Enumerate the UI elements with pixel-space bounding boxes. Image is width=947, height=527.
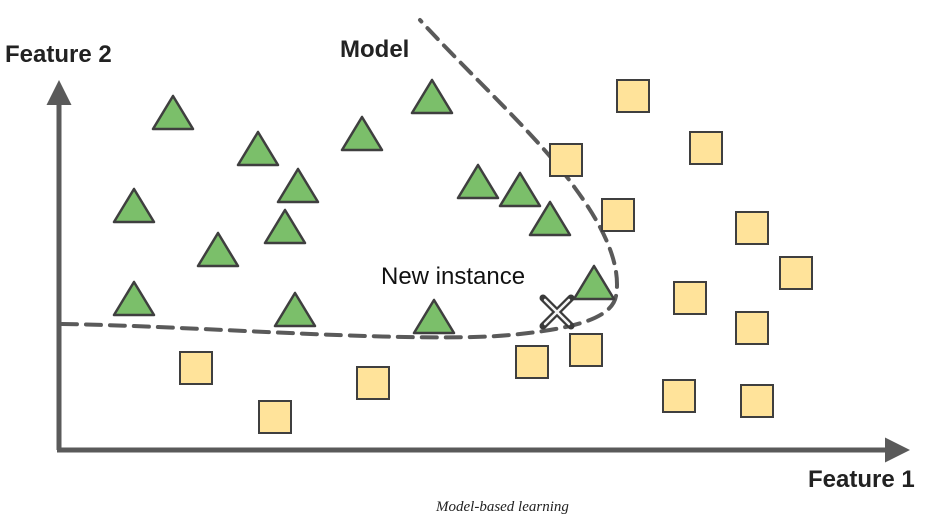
- triangle-icon: [112, 187, 156, 224]
- square-icon: [735, 311, 769, 345]
- square-icon: [662, 379, 696, 413]
- square-icon: [779, 256, 813, 290]
- triangle-icon: [340, 115, 384, 152]
- square-icon: [673, 281, 707, 315]
- class-a-points: [112, 78, 616, 335]
- triangle-icon: [528, 200, 572, 237]
- triangle-icon: [276, 167, 320, 204]
- square-icon: [689, 131, 723, 165]
- triangle-icon: [410, 78, 454, 115]
- square-icon: [515, 345, 549, 379]
- triangle-icon: [112, 280, 156, 317]
- triangle-icon: [498, 171, 542, 208]
- triangle-icon: [263, 208, 307, 245]
- axes: [46, 80, 910, 463]
- square-icon: [735, 211, 769, 245]
- square-icon: [258, 400, 292, 434]
- square-icon: [616, 79, 650, 113]
- model-label: Model: [340, 36, 409, 63]
- square-icon: [356, 366, 390, 400]
- square-icon: [740, 384, 774, 418]
- figure-caption: Model-based learning: [435, 499, 569, 515]
- square-icon: [549, 143, 583, 177]
- x-mark-icon: [539, 294, 575, 330]
- triangle-icon: [151, 94, 195, 131]
- model-boundary: [60, 18, 619, 340]
- triangle-icon: [456, 163, 500, 200]
- triangle-icon: [412, 298, 456, 335]
- square-icon: [601, 198, 635, 232]
- x-axis-label: Feature 1: [808, 466, 915, 493]
- triangle-icon: [572, 264, 616, 301]
- class-b-points: [179, 79, 813, 434]
- triangle-icon: [196, 231, 240, 268]
- triangle-icon: [273, 291, 317, 328]
- new-instance-label: New instance: [381, 263, 525, 290]
- square-icon: [569, 333, 603, 367]
- y-axis-label: Feature 2: [5, 41, 112, 68]
- square-icon: [179, 351, 213, 385]
- triangle-icon: [236, 130, 280, 167]
